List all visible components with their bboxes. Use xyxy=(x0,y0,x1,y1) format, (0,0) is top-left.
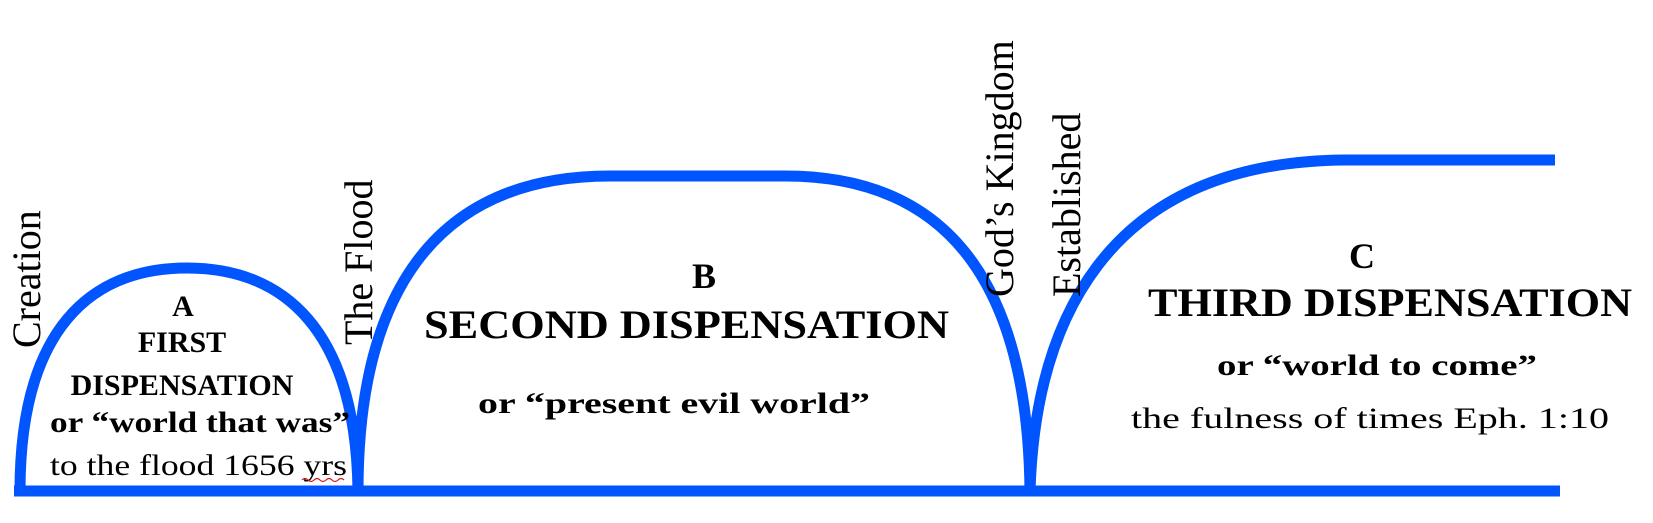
third-dispensation-subtitle: or “world to come” xyxy=(1217,349,1537,382)
third-dispensation-arc xyxy=(1024,154,1555,492)
first-dispensation-subtitle: or “world that was” xyxy=(50,406,350,439)
kingdom-label-line2: Established xyxy=(1044,113,1089,297)
third-dispensation-letter: C xyxy=(1349,236,1375,276)
first-dispensation-title-line1: FIRST xyxy=(138,326,226,359)
third-dispensation-note: the fulness of times Eph. 1:10 xyxy=(1131,402,1609,435)
first-dispensation-note: to the flood 1656 yrs xyxy=(50,449,347,482)
spellcheck-underline xyxy=(301,477,345,483)
second-dispensation-title: SECOND DISPENSATION xyxy=(424,302,949,347)
first-dispensation-arc xyxy=(14,262,364,492)
second-dispensation-arc xyxy=(352,170,1036,492)
first-dispensation-letter: A xyxy=(172,290,194,323)
kingdom-label-line1: God’s Kingdom xyxy=(977,40,1022,297)
first-dispensation-title-line2: DISPENSATION xyxy=(71,369,294,402)
creation-label: Creation xyxy=(4,210,49,348)
second-dispensation-subtitle: or “present evil world” xyxy=(478,387,870,420)
second-dispensation-letter: B xyxy=(692,256,716,296)
third-dispensation-title: THIRD DISPENSATION xyxy=(1148,280,1632,325)
flood-label: The Flood xyxy=(336,179,381,345)
